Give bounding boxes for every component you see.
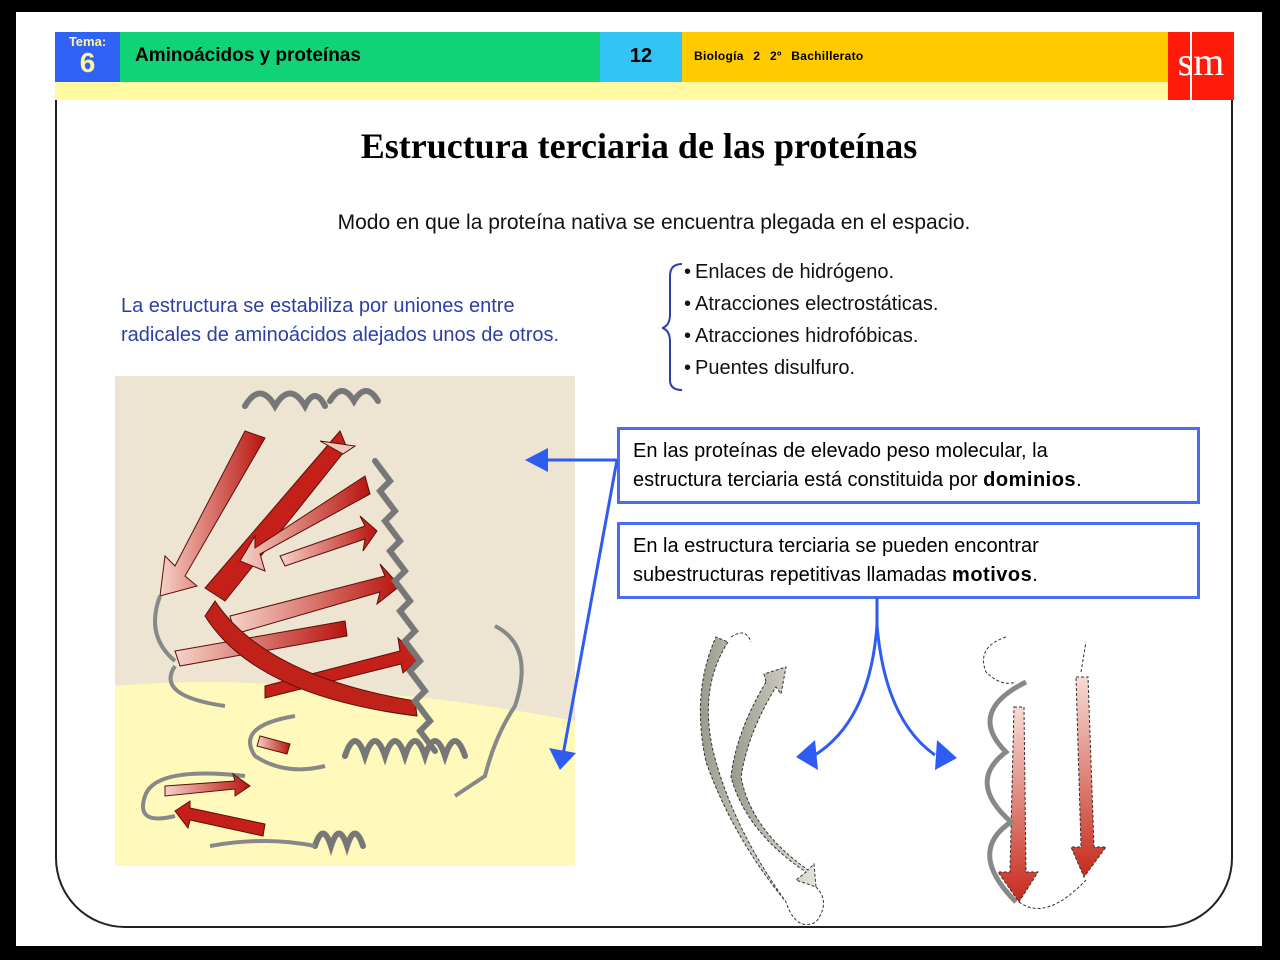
motifs-line-2-period: . — [1032, 564, 1038, 586]
course-band: Biología 2 2º Bachillerato — [682, 32, 1168, 82]
publisher-logo: sm — [1168, 32, 1234, 100]
bond-item: Enlaces de hidrógeno. — [684, 256, 938, 288]
protein-domains-illustration — [115, 376, 575, 866]
domains-box: En las proteínas de elevado peso molecul… — [617, 427, 1200, 504]
domains-line-2: estructura terciaria está constituida po… — [633, 466, 1183, 495]
stabilization-line-1: La estructura se estabiliza por uniones … — [121, 295, 515, 317]
unit-title: Aminoácidos y proteínas — [135, 45, 361, 66]
course-label: Biología 2 2º Bachillerato — [694, 49, 864, 63]
motifs-box: En la estructura terciaria se pueden enc… — [617, 522, 1200, 599]
topic-label: Tema: — [68, 34, 107, 49]
bond-type-list: Enlaces de hidrógeno. Atracciones electr… — [684, 256, 938, 384]
header-yellow-strip — [55, 82, 1168, 100]
motifs-line-1: En la estructura terciaria se pueden enc… — [633, 535, 1039, 557]
bond-item: Atracciones electrostáticas. — [684, 288, 938, 320]
topic-number: 6 — [79, 47, 96, 78]
page-number-band: 12 — [600, 32, 682, 82]
logo-text: sm — [1177, 39, 1225, 84]
motifs-illustration — [699, 632, 1107, 925]
domains-line-2-period: . — [1076, 469, 1082, 491]
domains-line-2-text: estructura terciaria está constituida po… — [633, 469, 984, 491]
bond-item: Puentes disulfuro. — [684, 352, 938, 384]
slide-title: Estructura terciaria de las proteínas — [360, 126, 918, 166]
domains-line-1: En las proteínas de elevado peso molecul… — [633, 440, 1048, 462]
slide-frame — [55, 82, 1233, 928]
stabilization-text: La estructura se estabiliza por uniones … — [121, 292, 559, 350]
topic-badge: Tema: 6 — [55, 32, 120, 82]
page-number: 12 — [629, 45, 653, 67]
motifs-line-2-text: subestructuras repetitivas llamadas — [633, 564, 953, 586]
motifs-keyword: motivos — [952, 564, 1033, 586]
stabilization-line-2: radicales de aminoácidos alejados unos d… — [121, 324, 560, 346]
slide: Tema: 6 Aminoácidos y proteínas 12 Biolo… — [16, 12, 1262, 946]
curly-brace-icon — [662, 263, 683, 391]
domains-keyword: dominios — [983, 469, 1077, 491]
bond-item: Atracciones hidrofóbicas. — [684, 320, 938, 352]
definition-text: Modo en que la proteína nativa se encuen… — [337, 211, 971, 234]
unit-title-band: Aminoácidos y proteínas — [120, 32, 600, 82]
motifs-line-2: subestructuras repetitivas llamadas moti… — [633, 561, 1183, 590]
logo-separator — [1190, 32, 1192, 100]
